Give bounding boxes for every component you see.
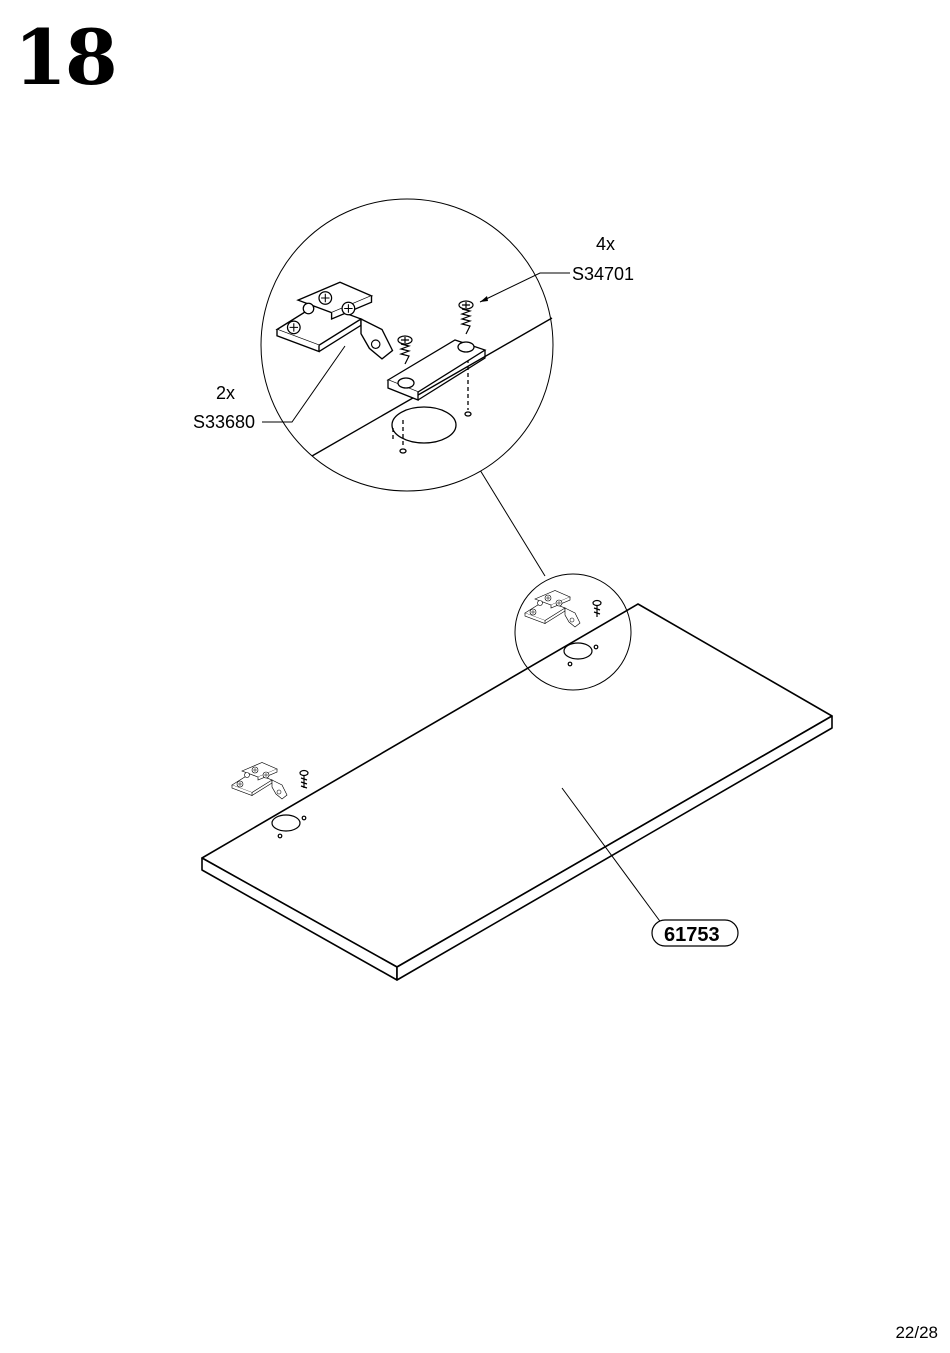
- panel-61753: [202, 604, 832, 980]
- right-screw-icon: [593, 601, 601, 618]
- hinge-quantity-label: 2x: [216, 383, 235, 403]
- left-screw-icon: [300, 771, 308, 789]
- detail-connector-line: [480, 470, 545, 576]
- screw-quantity-label: 4x: [596, 234, 615, 254]
- hinge-part-code-label: S33680: [193, 412, 255, 432]
- right-hinge: [525, 591, 580, 628]
- left-hinge: [232, 763, 287, 800]
- panel-part-code-label: 61753: [664, 924, 720, 946]
- screw-part-code-label: S34701: [572, 264, 634, 284]
- page-number: 22/28: [895, 1323, 938, 1343]
